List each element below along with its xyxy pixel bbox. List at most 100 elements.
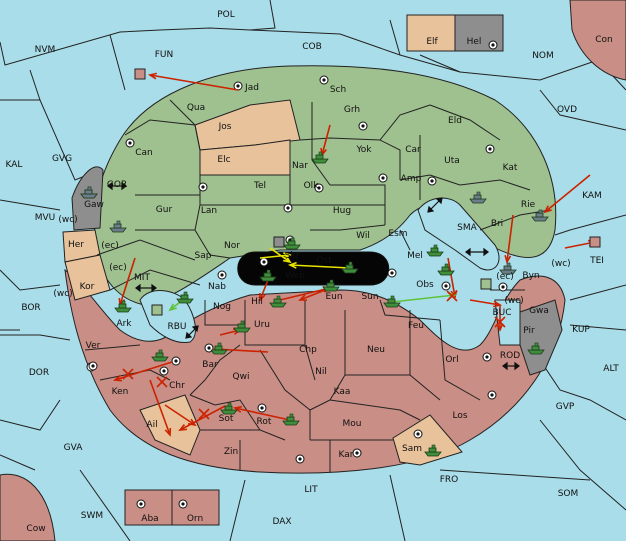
- supply-center-dot-icon: [88, 361, 98, 371]
- territory-label-nil: Nil: [315, 367, 327, 377]
- territory-label-nar: Nar: [292, 161, 308, 171]
- territory-label-nor: Nor: [224, 241, 240, 251]
- territory-label-ken: Ken: [112, 387, 129, 397]
- coast-label-ec: (ec): [109, 263, 127, 273]
- territory-label-uru: Uru: [254, 320, 270, 330]
- ship-icon[interactable]: [480, 278, 492, 290]
- sea-label-lit: LIT: [304, 485, 318, 495]
- sea-label-con: Con: [595, 35, 613, 45]
- territory-label-sun: Sun: [361, 292, 378, 302]
- ship-icon[interactable]: [424, 444, 442, 457]
- sea-label-gva: GVA: [64, 443, 84, 453]
- coast-label-wc: (wc): [58, 215, 77, 225]
- territory-label-ark: Ark: [116, 319, 132, 329]
- sea-label-tei: TEI: [589, 256, 604, 266]
- territory-label-amp: Amp: [401, 174, 422, 184]
- territory-label-mel: Mel: [407, 251, 423, 261]
- ship-icon[interactable]: [341, 261, 359, 274]
- territory-label-jos: Jos: [218, 122, 232, 132]
- territory-label-olk: Olk: [304, 181, 320, 191]
- territory-label-lan: Lan: [201, 206, 217, 216]
- red-x-icon: [122, 368, 134, 380]
- sea-label-bor: BOR: [21, 303, 40, 313]
- territory-label-sap: Sap: [195, 251, 212, 261]
- territory-label-buc: BUC: [492, 308, 511, 318]
- ship-icon[interactable]: [80, 186, 98, 199]
- red-x-icon: [446, 290, 458, 302]
- territory-label-kor: Kor: [80, 282, 95, 292]
- ship-icon[interactable]: [134, 68, 146, 80]
- sea-label-nom: NOM: [532, 51, 554, 61]
- territory-label-kar: Kar: [339, 450, 354, 460]
- supply-center-dot-icon: [159, 366, 169, 376]
- sea-label-cob: COB: [302, 42, 322, 52]
- territory-label-ail: Ail: [146, 420, 157, 430]
- territory-label-sch: Sch: [330, 85, 346, 95]
- ship-icon[interactable]: [527, 342, 545, 355]
- supply-center-dot-icon: [485, 144, 495, 154]
- territory-label-orl: Orl: [445, 355, 458, 365]
- ship-icon[interactable]: [283, 237, 301, 250]
- territory-label-bar: Bar: [202, 360, 218, 370]
- island-aba: [124, 489, 173, 526]
- territory-label-car: Car: [405, 145, 421, 155]
- ship-icon[interactable]: [426, 244, 444, 257]
- territory-label-her: Her: [68, 240, 84, 250]
- supply-center-dot-icon: [488, 40, 498, 50]
- ship-icon[interactable]: [114, 300, 132, 313]
- ship-icon[interactable]: [176, 291, 194, 304]
- double-arrow-icon: [502, 361, 520, 371]
- ship-icon[interactable]: [220, 402, 238, 415]
- territory-label-rot: Rot: [257, 417, 272, 427]
- territory-label-qua: Qua: [187, 103, 205, 113]
- supply-center-dot-icon: [125, 138, 135, 148]
- supply-center-dot-icon: [319, 75, 329, 85]
- double-arrow-icon: [427, 197, 443, 213]
- ship-icon[interactable]: [469, 191, 487, 204]
- sea-label-hel: Hel: [467, 37, 482, 47]
- sea-label-alt: ALT: [603, 364, 619, 374]
- sea-label-fro: FRO: [440, 475, 459, 485]
- territory-label-neu: Neu: [367, 345, 385, 355]
- ship-icon[interactable]: [273, 236, 285, 248]
- red-x-icon: [494, 316, 506, 328]
- territory-label-hil: Hil: [251, 297, 263, 307]
- territory-label-eld: Eld: [448, 116, 462, 126]
- sea-label-mvu: MVU: [35, 213, 56, 223]
- ship-icon[interactable]: [499, 262, 517, 275]
- supply-center-dot-icon: [295, 454, 305, 464]
- ship-icon[interactable]: [109, 220, 127, 233]
- supply-center-dot-icon: [487, 390, 497, 400]
- double-arrow-icon: [185, 325, 199, 339]
- ship-icon[interactable]: [269, 295, 287, 308]
- red-x-icon: [156, 376, 168, 388]
- territory-label-mou: Mou: [343, 419, 362, 429]
- territory-label-gwa: Gwa: [529, 306, 549, 316]
- ship-icon[interactable]: [311, 151, 329, 164]
- territory-label-rod: ROD: [500, 351, 520, 361]
- ship-icon[interactable]: [383, 295, 401, 308]
- double-arrow-icon: [107, 181, 127, 191]
- sea-label-sma: SMA: [457, 223, 477, 233]
- ship-icon[interactable]: [233, 320, 251, 333]
- territory-label-qwi: Qwi: [233, 372, 250, 382]
- ship-icon[interactable]: [151, 304, 163, 316]
- ship-icon[interactable]: [259, 269, 277, 282]
- supply-center-dot-icon: [441, 281, 451, 291]
- ship-icon[interactable]: [531, 209, 549, 222]
- ship-icon[interactable]: [210, 342, 228, 355]
- sea-rod: [494, 299, 521, 346]
- territory-label-chr: Chr: [169, 381, 185, 391]
- ship-icon[interactable]: [151, 349, 169, 362]
- territory-label-zin: Zin: [224, 447, 238, 457]
- ship-icon[interactable]: [437, 263, 455, 276]
- supply-center-dot-icon: [387, 268, 397, 278]
- coast-label-ec: (ec): [101, 241, 119, 251]
- sea-label-dax: DAX: [272, 517, 291, 527]
- territory-label-nog: Nog: [213, 302, 231, 312]
- ship-icon[interactable]: [282, 413, 300, 426]
- ship-icon[interactable]: [589, 236, 601, 248]
- supply-center-dot-icon: [198, 182, 208, 192]
- ship-icon[interactable]: [322, 279, 340, 292]
